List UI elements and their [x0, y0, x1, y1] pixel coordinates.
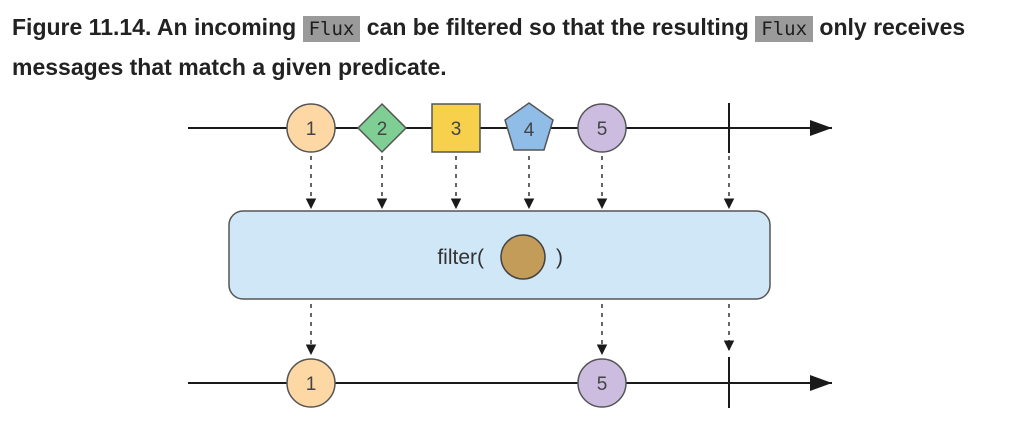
input-marble-label-2: 2 [377, 119, 388, 140]
predicate-circle [500, 234, 546, 280]
output-marble-label-5: 5 [597, 374, 608, 395]
code-flux-1: Flux [302, 16, 361, 42]
output-marble-label-1: 1 [306, 374, 317, 395]
input-marble-label-3: 3 [451, 119, 462, 140]
operator-open-label: filter( [437, 246, 484, 269]
filter-operator-box [228, 210, 771, 300]
input-marble-label-4: 4 [524, 120, 535, 141]
input-marble-4: 4 [504, 102, 554, 151]
code-flux-2: Flux [755, 16, 814, 42]
output-timeline-arrow [810, 375, 832, 391]
caption-text-1: An incoming [156, 14, 297, 40]
output-marble-5: 5 [577, 358, 627, 408]
input-marble-label-5: 5 [597, 119, 608, 140]
input-timeline-arrow [810, 120, 832, 136]
input-marble-3: 3 [431, 103, 481, 153]
caption-text-3: only receives messages that match a give… [12, 14, 966, 80]
output-marble-1: 1 [286, 358, 336, 408]
input-marble-5: 5 [577, 103, 627, 153]
input-marble-2: 2 [356, 102, 408, 154]
input-marble-label-1: 1 [306, 119, 317, 140]
input-drop-arrows [305, 156, 735, 210]
operator-close-label: ) [556, 246, 563, 269]
figure-label: Figure 11.14. [12, 14, 152, 40]
output-drop-arrows [305, 304, 735, 356]
input-marble-1: 1 [286, 103, 336, 153]
figure-caption: Figure 11.14. An incoming Flux can be fi… [12, 8, 1002, 86]
caption-text-2: can be filtered so that the resulting [366, 14, 749, 40]
